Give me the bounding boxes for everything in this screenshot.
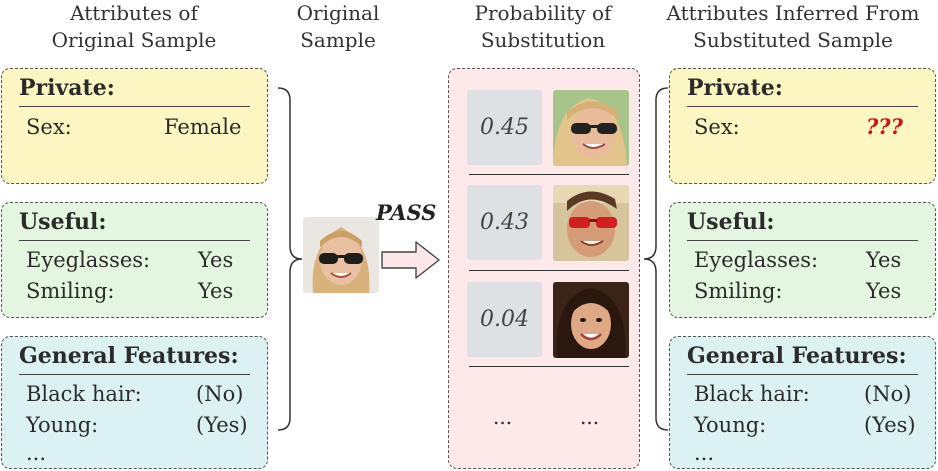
probability-value: 0.43 [467, 185, 542, 260]
pass-label: PASS [376, 200, 437, 225]
smiling-label: Smiling: [694, 279, 783, 303]
candidate-face [553, 90, 629, 166]
candidate-face [553, 282, 629, 358]
young-label: Young: [26, 413, 99, 437]
useful-title: Useful: [19, 209, 107, 235]
left-private-box: Private: Sex: Female [1, 68, 268, 184]
eyeglasses-label: Eyeglasses: [694, 248, 819, 272]
smiling-label: Smiling: [26, 279, 115, 303]
sex-label: Sex: [694, 115, 740, 139]
header-line: Original Sample [51, 28, 217, 52]
candidate-separator [469, 174, 629, 175]
man-red-sunglasses-icon [553, 185, 629, 261]
young-label: Young: [694, 413, 767, 437]
title-rule [19, 106, 250, 107]
header-attributes-original: Attributes of Original Sample [0, 0, 268, 54]
sex-value-unknown: ??? [866, 114, 903, 139]
eyeglasses-value: Yes [198, 248, 234, 272]
title-rule [19, 240, 250, 241]
title-rule [687, 240, 918, 241]
woman-with-sunglasses-icon [303, 217, 379, 293]
header-line: Sample [300, 28, 376, 52]
eyeglasses-label: Eyeglasses: [26, 248, 151, 272]
more-ellipsis: ... [694, 441, 715, 465]
probability-value: 0.45 [467, 90, 542, 165]
smiling-value: Yes [198, 279, 234, 303]
smiling-value: Yes [866, 279, 902, 303]
black-hair-value: (No) [864, 382, 912, 406]
general-title: General Features: [687, 343, 907, 369]
private-title: Private: [687, 75, 783, 101]
header-attributes-inferred: Attributes Inferred From Substituted Sam… [648, 0, 938, 54]
header-line: Probability of [474, 1, 612, 25]
right-brace [643, 87, 669, 431]
header-line: Substituted Sample [693, 28, 893, 52]
probability-value: 0.04 [467, 282, 542, 357]
dark-haired-woman-icon [553, 282, 629, 358]
more-probabilities: ... [493, 405, 513, 429]
sex-value: Female [164, 115, 242, 139]
candidate-separator [469, 270, 629, 271]
header-line: Substitution [480, 28, 606, 52]
title-rule [687, 374, 918, 375]
right-general-box: General Features: Black hair: (No) Young… [669, 336, 936, 469]
arrow-right-icon [381, 241, 440, 279]
title-rule [687, 106, 918, 107]
young-value: (Yes) [196, 413, 248, 437]
right-private-box: Private: Sex: ??? [669, 68, 936, 184]
right-useful-box: Useful: Eyeglasses: Yes Smiling: Yes [669, 202, 936, 318]
header-original-sample: Original Sample [278, 0, 398, 54]
black-hair-label: Black hair: [694, 382, 810, 406]
header-probability: Probability of Substitution [446, 0, 640, 54]
candidate-face [553, 185, 629, 261]
general-title: General Features: [19, 343, 239, 369]
header-line: Attributes of [70, 1, 198, 25]
left-general-box: General Features: Black hair: (No) Young… [1, 336, 268, 469]
left-brace [277, 87, 303, 431]
sex-label: Sex: [26, 115, 72, 139]
original-sample-face [303, 217, 379, 293]
black-hair-label: Black hair: [26, 382, 142, 406]
black-hair-value: (No) [196, 382, 244, 406]
blonde-woman-sunglasses-icon [553, 90, 629, 166]
eyeglasses-value: Yes [866, 248, 902, 272]
more-ellipsis: ... [26, 441, 47, 465]
young-value: (Yes) [864, 413, 916, 437]
useful-title: Useful: [687, 209, 775, 235]
header-line: Original [296, 1, 380, 25]
left-useful-box: Useful: Eyeglasses: Yes Smiling: Yes [1, 202, 268, 318]
candidate-separator [469, 366, 629, 367]
header-line: Attributes Inferred From [666, 1, 920, 25]
title-rule [19, 374, 250, 375]
more-faces: ... [580, 405, 600, 429]
private-title: Private: [19, 75, 115, 101]
